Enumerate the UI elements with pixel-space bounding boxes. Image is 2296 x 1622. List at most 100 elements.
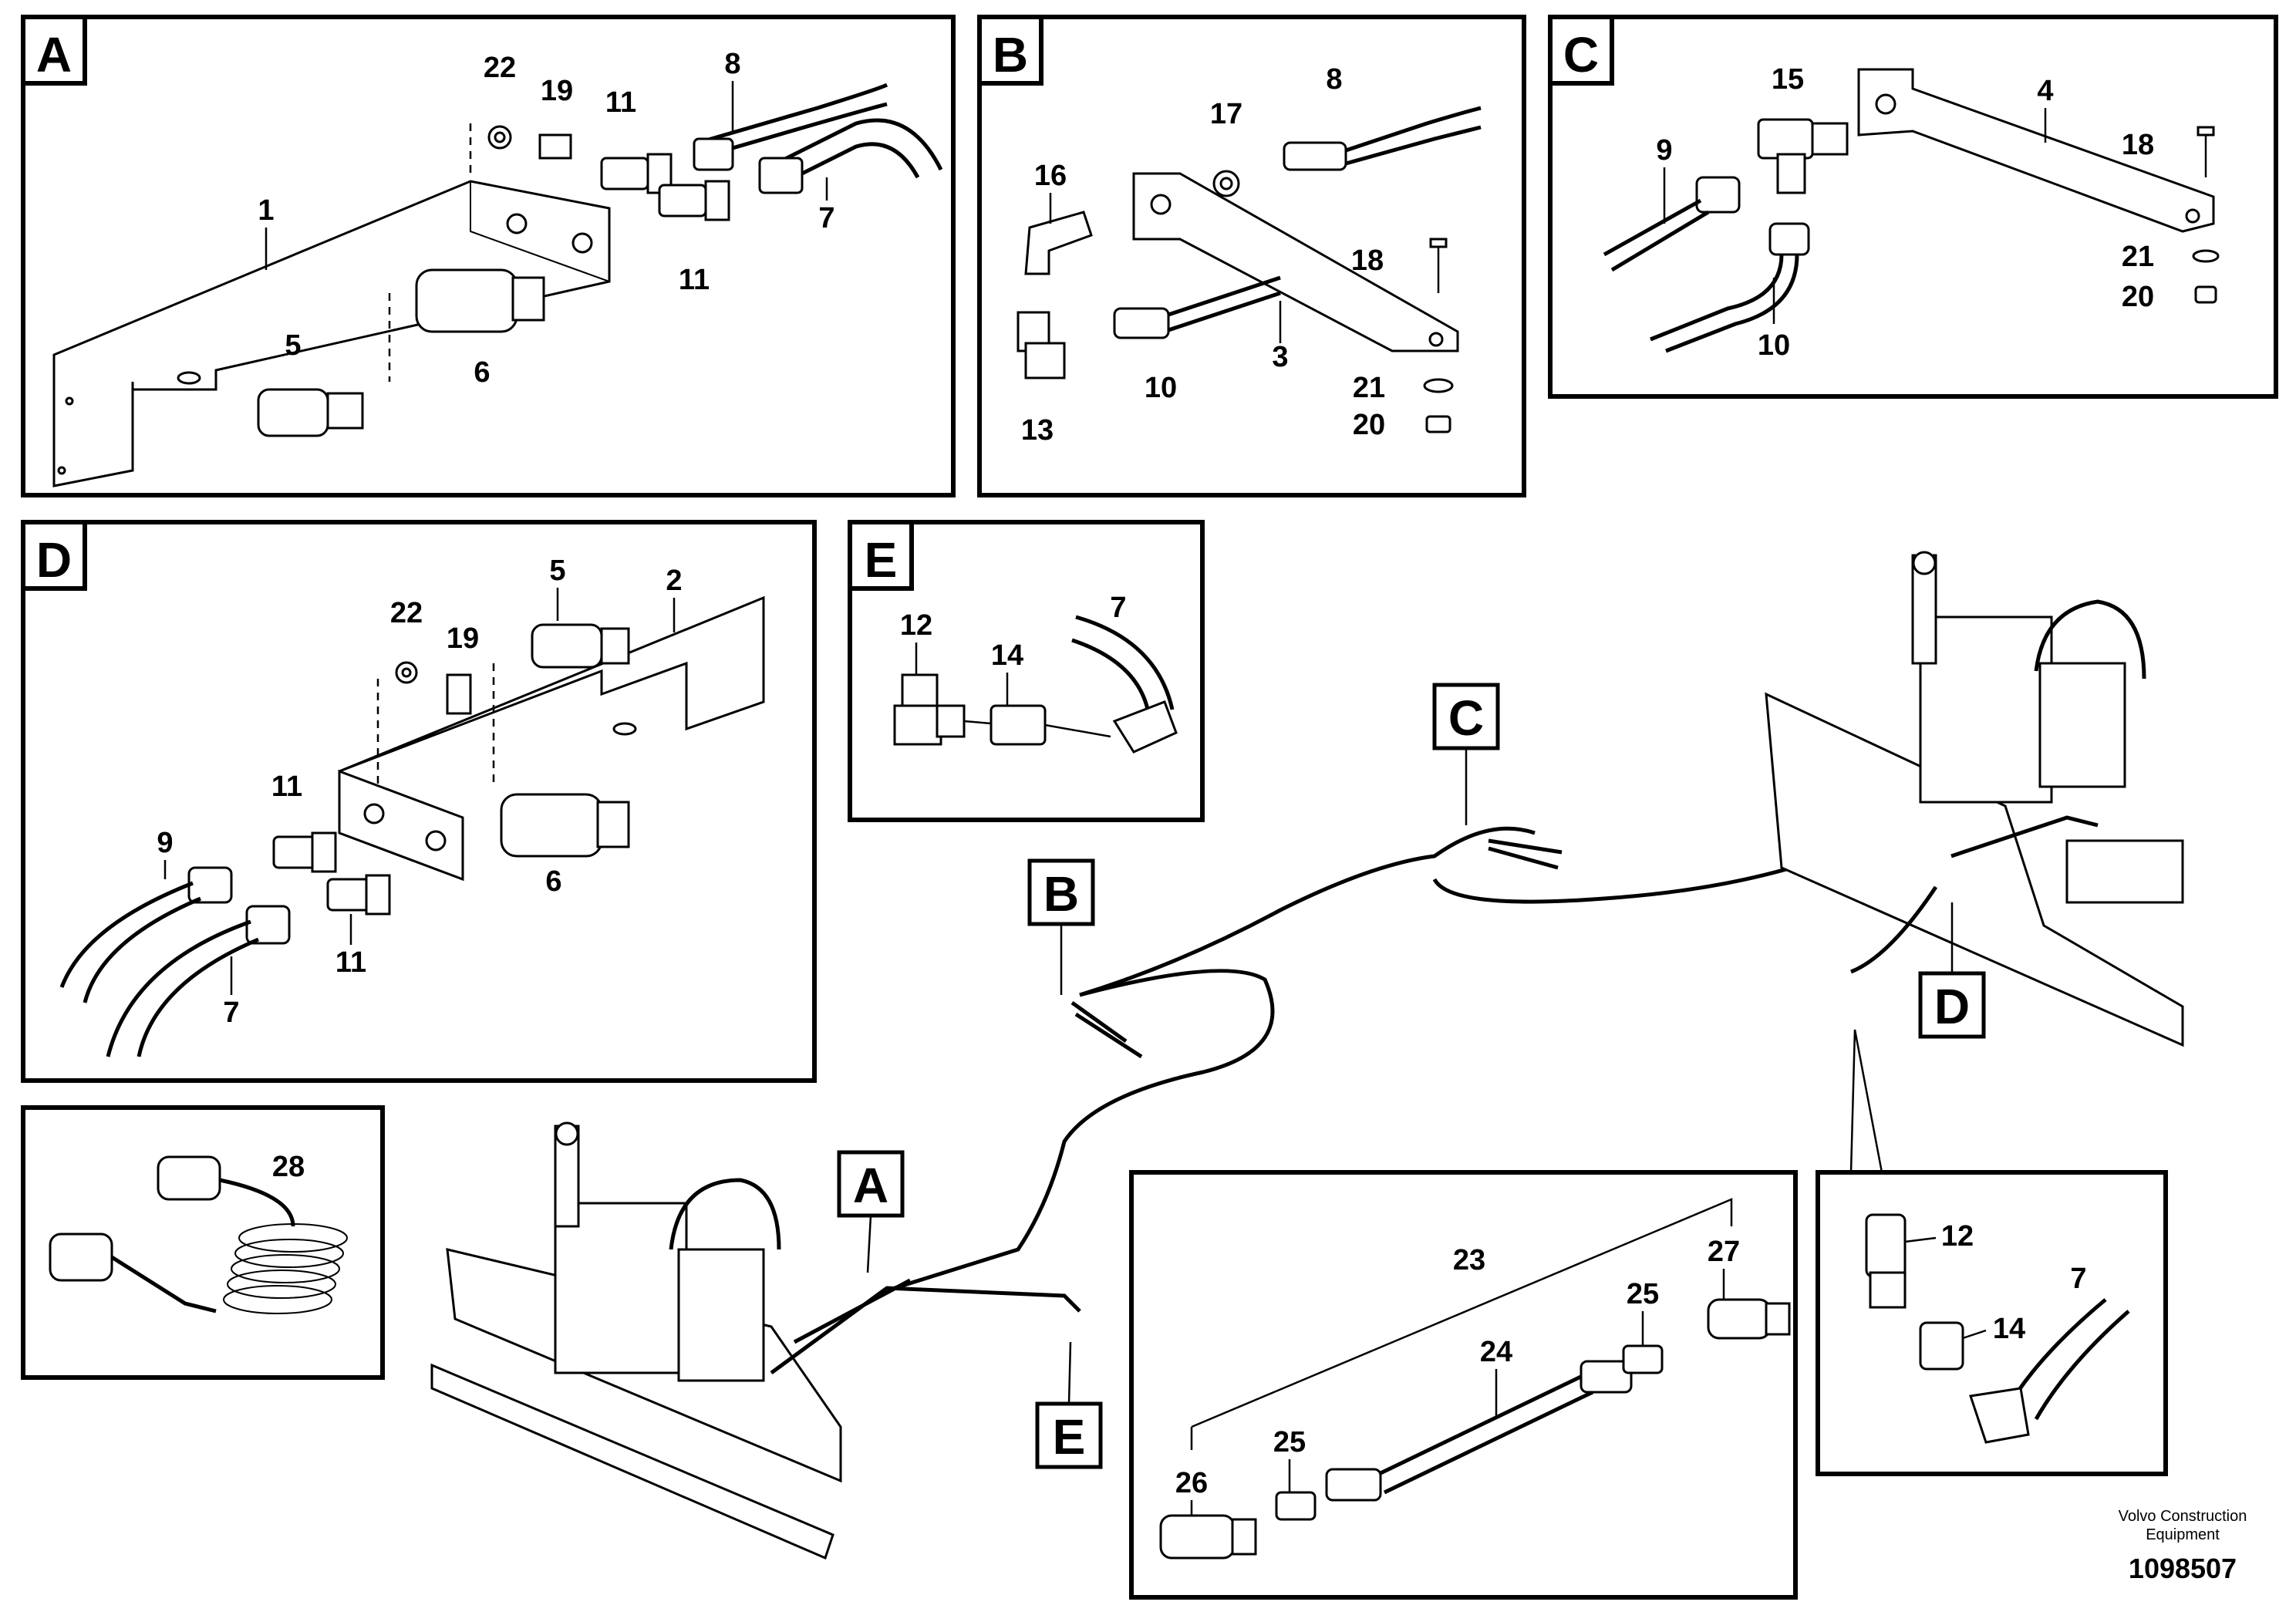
callout-c-box[interactable] [1432,683,1500,750]
coupler-5-end [326,392,364,430]
hose-8 [1345,125,1482,166]
hose-9-end [1695,176,1741,214]
coupler-26-end [1231,1518,1257,1556]
hose-7 [762,118,943,172]
label-14: 14 [991,639,1023,672]
callout-a[interactable]: A [837,1150,905,1273]
callout-e[interactable]: E [1035,1341,1103,1469]
coupler-5 [257,388,329,437]
hose-10 [1168,291,1281,332]
panel-e-badge: E [865,532,898,588]
panel-c: C 15 4 9 18 21 20 10 [1548,15,2278,399]
tee-12 [901,673,939,711]
hose-kit-panel-frame [1129,1170,1798,1600]
callout-c[interactable]: C [1432,683,1500,825]
footer: Volvo Construction Equipment 1098507 [2119,1508,2247,1584]
callout-d[interactable]: D [1918,902,1986,1039]
hose-7-end [1112,700,1178,754]
label-7: 7 [818,202,834,234]
panel-e: E 12 14 7 [848,520,1205,822]
hose-stub-b [1070,1000,1128,1044]
label-23: 23 [1453,1244,1485,1276]
panel-b-badge-box [977,15,1043,86]
callout-d-label: D [1934,979,1970,1034]
bracket-1-slot [177,371,201,385]
kit-bracket-23 [1191,1198,1733,1428]
label-14: 14 [1993,1313,2025,1345]
coupler-6 [415,268,518,333]
hose-run-main [894,969,1275,1290]
bolt-19 [538,133,572,160]
hose-7 [2034,1310,2130,1421]
washer-21 [1423,378,1454,393]
label-7: 7 [223,996,239,1029]
detail-panel-frame [1816,1170,2168,1476]
bracket-2-hole [363,803,385,824]
bracket-3-hole [1428,332,1444,347]
panel-a: A 22 19 11 8 [21,15,956,497]
fitting-15-branch [1776,153,1806,194]
callout-b[interactable]: B [1027,858,1095,995]
frame-right [1765,692,2184,1047]
coil-panel-frame [21,1105,385,1380]
label-7: 7 [2070,1263,2086,1295]
overview-assembly: A B C D E [430,551,2184,1560]
leader [1904,1236,1937,1243]
coupler-27 [1707,1298,1772,1340]
hose-stub-c [1488,838,1563,855]
fitting-15-end [1811,122,1849,156]
callout-d-box[interactable] [1918,971,1986,1039]
panel-d-badge: D [36,532,72,588]
hose-8 [697,102,888,160]
coupler-5 [531,623,603,669]
bracket-2-hole [425,830,447,851]
label-21: 21 [2122,241,2154,273]
label-11: 11 [271,771,302,803]
coil-28 [110,1255,217,1313]
hose-9-end [187,866,233,904]
fitting-11-hex [704,180,730,221]
screw-18-head [2197,126,2215,137]
washer-22-hole [494,131,506,143]
valve-block-right [2038,662,2126,788]
label-10: 10 [1145,372,1177,404]
coupler-27-end [1765,1302,1791,1336]
hose-run-main [1079,826,1536,997]
callout-a-label: A [853,1158,888,1213]
label-11b: 11 [679,264,710,296]
pivot-left [555,1121,579,1146]
hose-10 [1168,275,1281,317]
callout-e-pointer [1067,1341,1072,1404]
label-25: 25 [1627,1278,1659,1310]
fitting-11-hex [311,831,337,873]
bracket-1-rivet [57,466,66,475]
hose-7 [137,937,259,1057]
coupler-6-end [596,801,630,848]
label-7: 7 [1110,592,1126,624]
label-26: 26 [1175,1467,1208,1499]
hose-24 [1383,1390,1594,1495]
fitting-25 [1275,1491,1317,1521]
bracket-3 [1132,172,1459,352]
panel-d-frame [21,520,817,1083]
credit-line-2: Equipment [2146,1526,2220,1543]
nut-20 [1425,415,1451,433]
label-6: 6 [545,865,561,898]
hose-7-end [1969,1387,2030,1444]
hose-7 [1075,615,1175,710]
panel-d: D 5 2 22 19 11 9 [21,520,817,1083]
machine-right [1765,551,2184,1047]
elbow-16 [1024,211,1093,275]
adapter-14 [1919,1321,1964,1371]
label-25b: 25 [1273,1426,1306,1458]
hose-24-end [1580,1360,1633,1394]
label-15: 15 [1772,63,1804,96]
label-6: 6 [474,356,490,389]
hose-10-end [1113,307,1170,339]
panel-c-frame [1548,15,2278,399]
hose-loop-right [2034,599,2146,679]
valve-block-left [677,1248,765,1382]
panel-a-badge-box [21,15,87,86]
hose-7-end [245,905,291,945]
coupler-5-end [600,627,630,665]
